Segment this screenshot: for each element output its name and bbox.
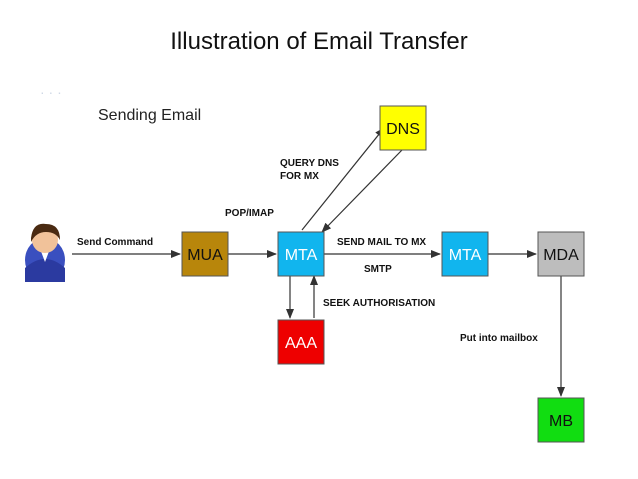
arrow-dns-mta1 <box>321 149 403 233</box>
label-seek-authorisation: SEEK AUTHORISATION <box>323 298 435 309</box>
svg-text:DNS: DNS <box>386 121 420 138</box>
node-aaa: AAA <box>277 319 325 365</box>
slide-title: Illustration of Email Transfer <box>170 28 468 55</box>
panel-title: Sending Email <box>98 107 201 124</box>
node-dns: DNS <box>379 105 427 151</box>
label-query-dns-1: QUERY DNS <box>280 158 339 169</box>
connectors <box>72 127 565 397</box>
label-query-dns-2: FOR MX <box>280 171 319 182</box>
svg-text:MB: MB <box>549 413 573 430</box>
user-icon <box>25 223 65 282</box>
svg-text:MDA: MDA <box>543 247 579 264</box>
svg-text:MTA: MTA <box>285 247 318 264</box>
label-smtp: SMTP <box>364 264 392 275</box>
node-mua: MUA <box>181 231 229 277</box>
svg-text:AAA: AAA <box>285 335 317 352</box>
label-send-command: Send Command <box>77 237 153 248</box>
arrow-mta1-dns <box>301 127 385 231</box>
svg-text:MUA: MUA <box>187 247 223 264</box>
label-put-into-mailbox: Put into mailbox <box>460 333 538 344</box>
node-mta-receiver: MTA <box>441 231 489 277</box>
svg-text:MTA: MTA <box>449 247 482 264</box>
faded-subtitle-remnant: · · · <box>40 84 62 100</box>
node-mta-sender: MTA <box>277 231 325 277</box>
label-send-mail: SEND MAIL TO MX <box>337 237 426 248</box>
label-pop-imap: POP/IMAP <box>225 208 274 219</box>
node-mda: MDA <box>537 231 585 277</box>
node-mb: MB <box>537 397 585 443</box>
